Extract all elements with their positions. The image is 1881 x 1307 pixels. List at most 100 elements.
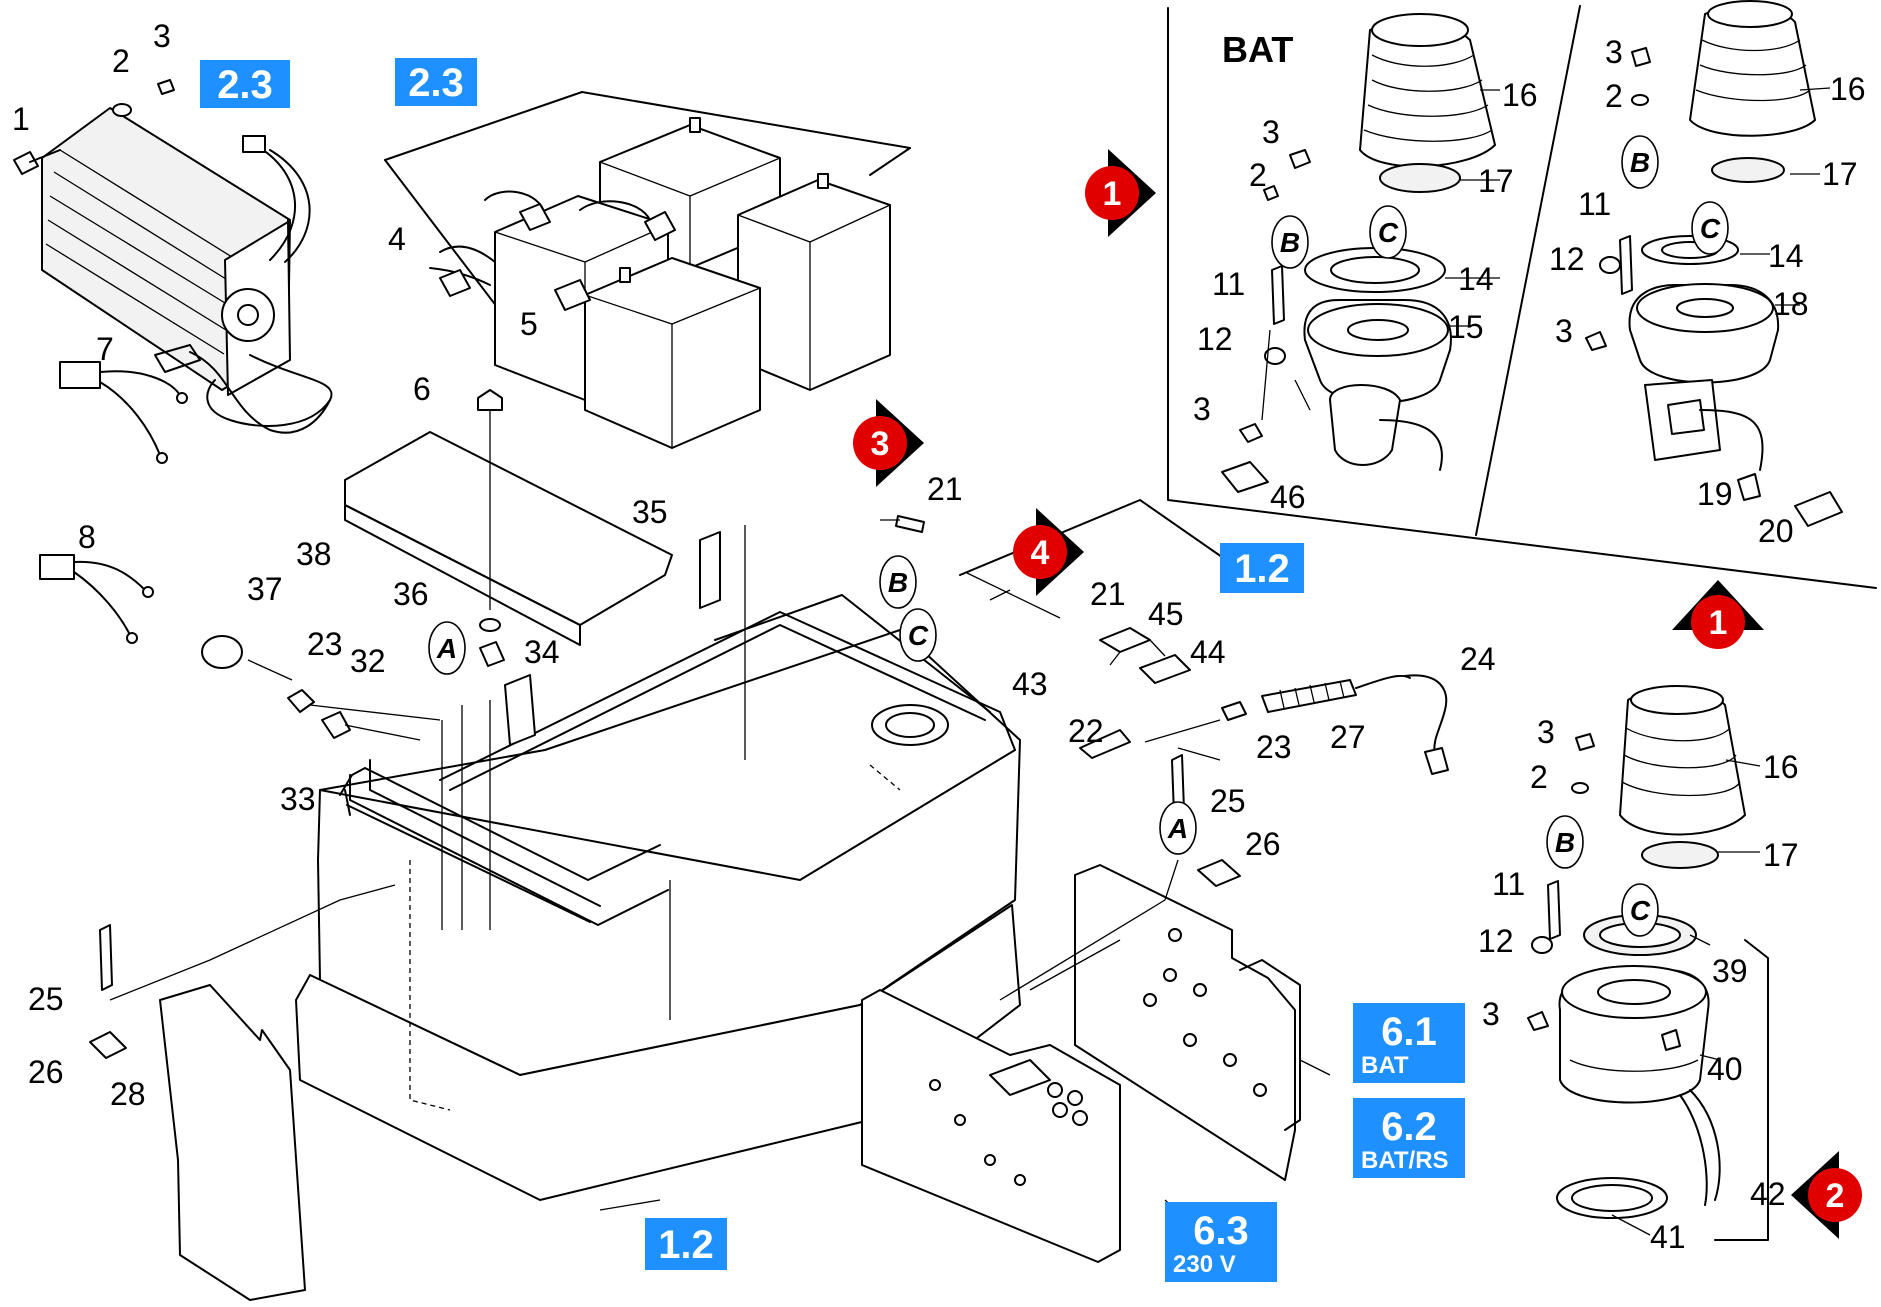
i2-20: 20 <box>1758 513 1794 549</box>
callout-28: 28 <box>110 1076 146 1112</box>
i1-2: 2 <box>1249 157 1267 193</box>
badge-2-3-charger: 2.3 <box>200 60 290 108</box>
oval-a-housing: A <box>428 621 466 675</box>
callout-36: 36 <box>393 576 429 612</box>
charger-cable-8 <box>39 554 154 644</box>
marker-1-inset: 1 <box>1085 149 1156 237</box>
r-42: 42 <box>1750 1176 1786 1212</box>
i1-16: 16 <box>1502 77 1538 113</box>
oval-c-right-label: C <box>1630 895 1651 926</box>
plug-37 <box>201 635 243 669</box>
callout-21-top: 21 <box>927 471 963 507</box>
badge-1-2-bracket-label: 1.2 <box>1234 547 1290 591</box>
nut-23-right <box>1221 701 1247 721</box>
callout-2: 2 <box>112 43 130 79</box>
i1-17: 17 <box>1478 163 1514 199</box>
marker-4: 4 <box>1013 508 1084 596</box>
callout-6: 6 <box>413 371 431 407</box>
washer-36 <box>479 618 501 632</box>
i1-3-top: 3 <box>1262 114 1280 150</box>
oval-b-inset1: B <box>1271 215 1309 269</box>
oval-c-inset1-label: C <box>1378 217 1399 248</box>
lid-38 <box>344 431 673 646</box>
badge-1-2-housing-label: 1.2 <box>658 1223 714 1267</box>
r-40: 40 <box>1707 1051 1743 1087</box>
callout-26-right: 26 <box>1245 826 1281 862</box>
suction-motor-15 <box>1221 13 1496 493</box>
oval-c-housing: C <box>899 608 937 662</box>
badge-6-1-sub: BAT <box>1361 1052 1409 1079</box>
badge-2-3-batteries-label: 2.3 <box>408 61 464 105</box>
badge-6-1-label: 6.1 <box>1381 1010 1437 1054</box>
callout-38: 38 <box>296 536 332 572</box>
callout-27: 27 <box>1330 719 1366 755</box>
callout-1: 1 <box>12 101 30 137</box>
i2-12: 12 <box>1549 241 1585 277</box>
inset-frame <box>1167 5 1877 589</box>
callout-24: 24 <box>1460 641 1496 677</box>
screw-25-left <box>99 924 113 991</box>
marker-1-lower-label: 1 <box>1709 604 1728 642</box>
r-3-top: 3 <box>1537 714 1555 750</box>
oval-b-housing: B <box>879 555 917 609</box>
r-2: 2 <box>1530 759 1548 795</box>
oval-c-inset2-label: C <box>1700 213 1721 244</box>
callout-25-left: 25 <box>28 981 64 1017</box>
oval-b-inset2: B <box>1621 135 1659 189</box>
oval-b-inset1-label: B <box>1280 227 1300 258</box>
suction-motor-18 <box>1585 0 1843 527</box>
marker-4-label: 4 <box>1031 534 1050 572</box>
oval-c-housing-label: C <box>908 620 929 651</box>
bolt-21-top <box>895 515 925 533</box>
suction-motor-40 <box>1527 685 1769 1241</box>
oval-c-right: C <box>1621 883 1659 937</box>
frame-33 <box>339 767 661 923</box>
oval-a-board-label: A <box>1167 813 1188 844</box>
oval-a-board: A <box>1159 801 1197 855</box>
oval-b-right: B <box>1546 815 1584 869</box>
callout-8: 8 <box>78 519 96 555</box>
callout-43: 43 <box>1012 666 1048 702</box>
i1-11: 11 <box>1212 266 1245 302</box>
i2-17: 17 <box>1822 156 1858 192</box>
marker-2: 2 <box>1791 1151 1862 1239</box>
callout-4: 4 <box>388 221 406 257</box>
marker-1-lower: 1 <box>1672 580 1764 649</box>
i2-3-bottom: 3 <box>1555 313 1573 349</box>
callout-37: 37 <box>247 571 283 607</box>
callout-32: 32 <box>350 643 386 679</box>
callout-33: 33 <box>280 781 316 817</box>
callout-26-left: 26 <box>28 1054 64 1090</box>
callout-22: 22 <box>1068 713 1104 749</box>
i1-3-bottom: 3 <box>1193 391 1211 427</box>
badge-6-2-sub: BAT/RS <box>1361 1147 1449 1174</box>
oval-b-housing-label: B <box>888 567 908 598</box>
oval-c-inset1: C <box>1369 205 1407 259</box>
charger-cable-7 <box>59 344 331 464</box>
marker-1-inset-label: 1 <box>1103 175 1122 213</box>
callout-44: 44 <box>1190 634 1226 670</box>
cable-gland-27 <box>1261 679 1357 713</box>
i1-14: 14 <box>1458 261 1494 297</box>
badge-2-3-batteries: 2.3 <box>395 58 477 106</box>
badge-6-3-label: 6.3 <box>1193 1209 1249 1253</box>
i2-3-top: 3 <box>1605 34 1623 70</box>
r-12: 12 <box>1478 923 1514 959</box>
callout-21-mid: 21 <box>1090 576 1126 612</box>
clip-26-right <box>1197 859 1241 887</box>
i1-46: 46 <box>1270 479 1306 515</box>
i1-12: 12 <box>1197 321 1233 357</box>
battery-group <box>384 91 911 449</box>
oval-c-inset2: C <box>1691 201 1729 255</box>
oval-b-right-label: B <box>1555 827 1575 858</box>
r-17: 17 <box>1763 837 1799 873</box>
i2-14: 14 <box>1768 238 1804 274</box>
badge-6-3-sub: 230 V <box>1173 1251 1236 1278</box>
main-housing <box>295 594 1021 1201</box>
callout-25-right: 25 <box>1210 783 1246 819</box>
i2-2: 2 <box>1605 78 1623 114</box>
